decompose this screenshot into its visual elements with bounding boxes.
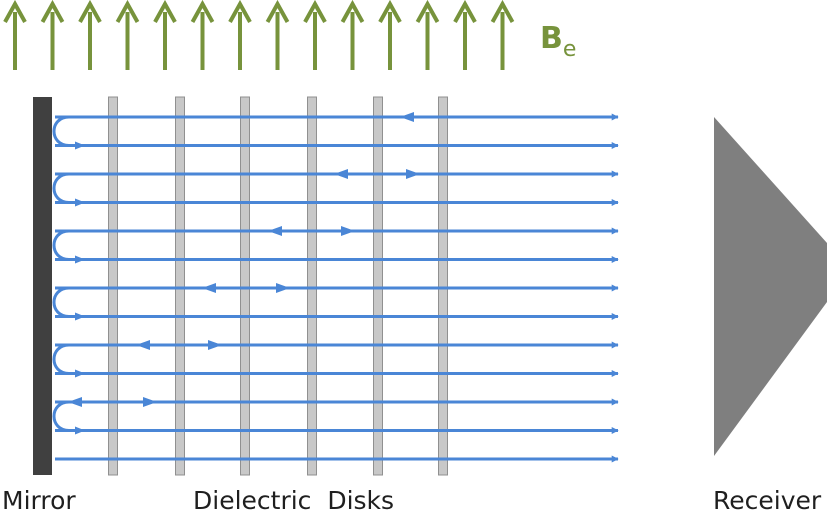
dielectric-disk: [108, 96, 118, 476]
field-arrow-head: [40, 0, 65, 23]
beam-arrowhead-right: [341, 226, 355, 236]
reflection-loop: [52, 286, 70, 318]
reflection-loop: [52, 229, 70, 261]
beam-arrowhead-left: [268, 226, 282, 236]
field-arrow-head: [303, 0, 327, 23]
field-arrow-head: [190, 0, 215, 23]
dielectric-disk: [240, 96, 250, 476]
reflection-loop: [52, 115, 70, 147]
field-arrow-head: [153, 0, 177, 23]
magnetic-field-arrows: [3, 0, 515, 70]
beam-arrowhead-left: [136, 340, 150, 350]
receiver-label: Receiver: [713, 486, 822, 515]
field-arrow-head: [453, 0, 477, 23]
field-arrow-head: [78, 0, 102, 23]
dielectric-disks: [108, 96, 448, 476]
beam-arrowhead-left: [68, 397, 82, 407]
beam-arrowhead-right: [276, 283, 290, 293]
beam-arrowhead: [75, 369, 85, 378]
receiver: [714, 117, 827, 456]
beam-arrowhead-left: [400, 112, 414, 122]
reflection-loop: [52, 343, 70, 375]
reflection-loop: [52, 172, 70, 204]
beam-arrowhead: [75, 255, 85, 264]
field-arrow-head: [3, 0, 27, 23]
mirror: [33, 97, 52, 475]
beam-arrowhead-left: [334, 169, 348, 179]
dielectric-disk: [438, 96, 448, 476]
dielectric-disk: [373, 96, 383, 476]
dielectric-disk: [175, 96, 185, 476]
disks-label: Dielectric Disks: [193, 486, 395, 515]
beam-arrowhead: [75, 312, 85, 321]
mirror-label: Mirror: [2, 486, 76, 515]
beam-paths: [52, 112, 619, 463]
field-arrow-head: [378, 0, 402, 23]
beam-arrowhead-left: [202, 283, 216, 293]
field-label: Be: [540, 21, 577, 63]
field-arrow-head: [265, 0, 290, 23]
beam-arrowhead: [75, 198, 85, 207]
field-arrow-head: [228, 0, 252, 23]
beam-arrowhead: [75, 426, 85, 435]
field-arrow-head: [340, 0, 365, 23]
reflection-loop: [52, 400, 70, 432]
beam-arrowhead-right: [143, 397, 157, 407]
beam-arrowhead: [75, 141, 85, 150]
field-arrow-head: [115, 0, 140, 23]
beam-arrowhead-right: [208, 340, 222, 350]
field-arrow-head: [490, 0, 515, 23]
beam-arrowhead-right: [406, 169, 420, 179]
dielectric-disk: [307, 96, 317, 476]
field-arrow-head: [415, 0, 440, 23]
